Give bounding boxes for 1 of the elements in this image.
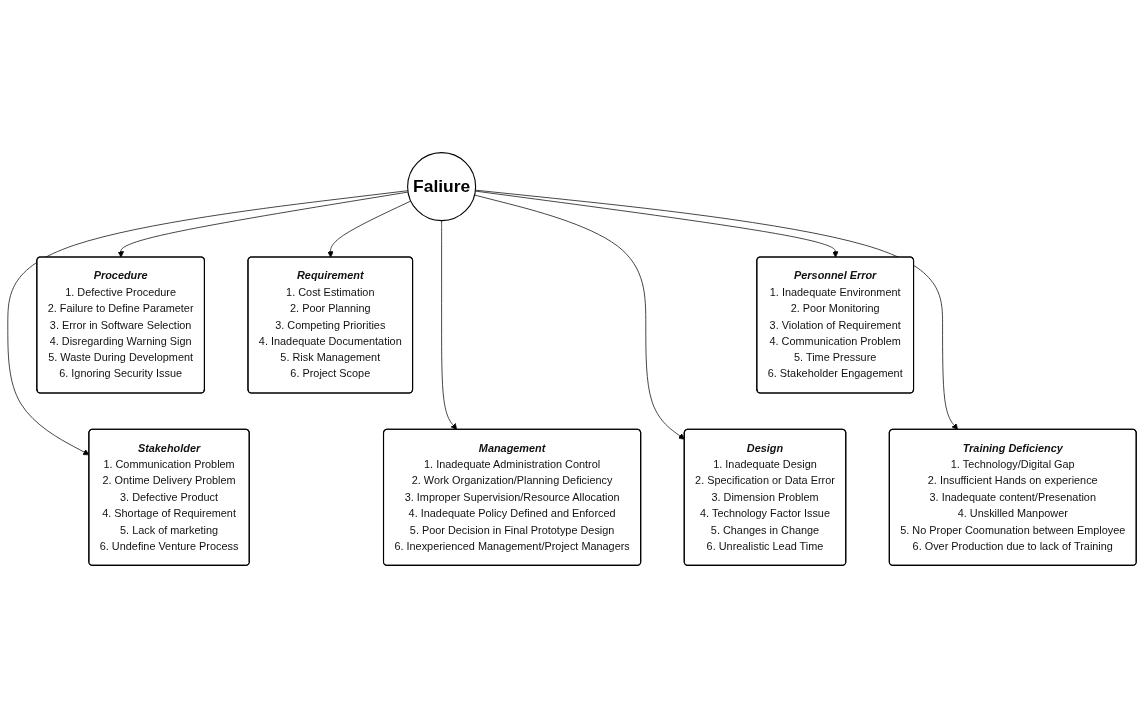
node-circle: Faliure xyxy=(407,152,477,222)
